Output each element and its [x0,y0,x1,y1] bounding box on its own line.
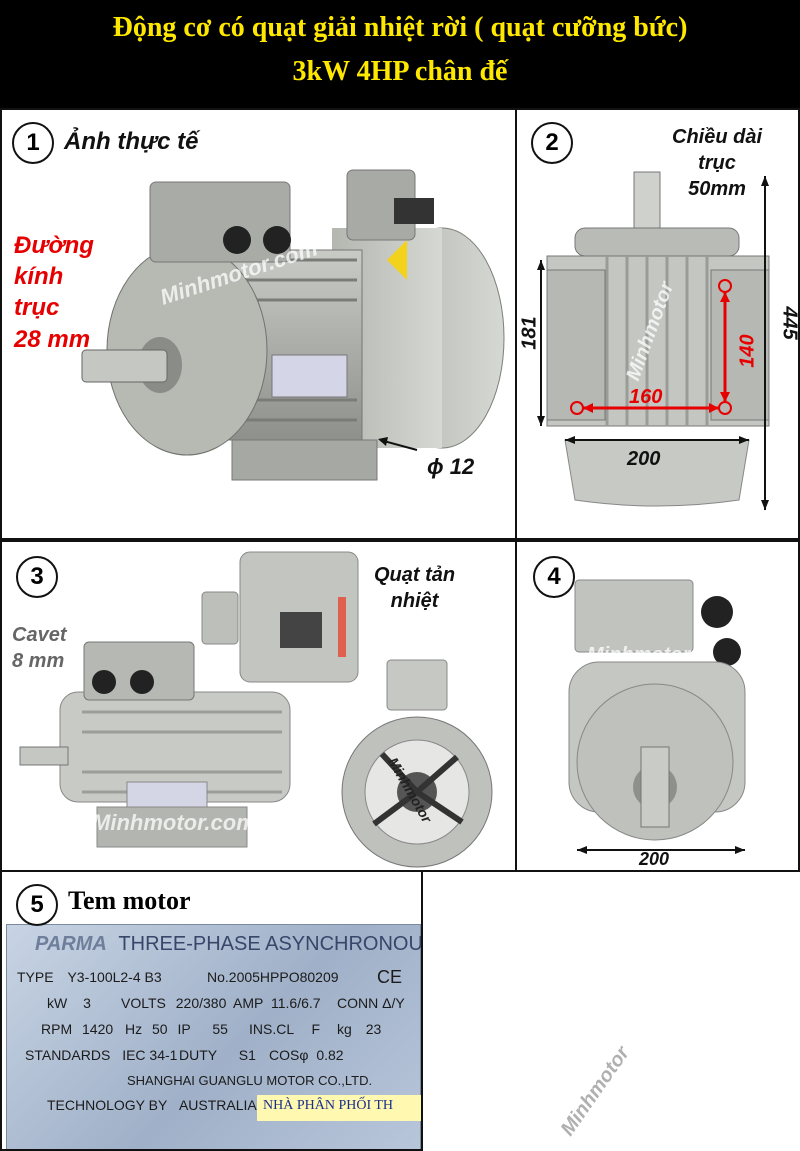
technology-value: AUSTRALIA [178,1097,257,1113]
duty-label: DUTY [179,1047,217,1063]
rpm-value: 1420 [82,1021,114,1037]
fan-motor-photos [19,551,493,868]
panel-title: Ảnh thực tế [64,128,199,155]
type-value: Y3-100L2-4 B3 [67,969,162,985]
dimension-200: 200 [639,849,670,869]
cos-value: 0.82 [316,1047,344,1063]
panel-number: 1 [12,122,54,164]
hz-label: Hz [125,1021,143,1037]
cable-gland-line: Cavet [12,624,67,646]
panel-number: 2 [531,122,573,164]
panel-nameplate: 5 Tem motor PARMA THREE-PHASE ASYNCHRONO… [0,870,423,1151]
dimension-140: 140 [736,334,759,368]
manufacturer: SHANGHAI GUANGLU MOTOR CO.,LTD. [127,1073,373,1088]
ip-label: IP [177,1021,191,1037]
panel-number: 5 [16,884,58,926]
motor-end-view [537,171,770,510]
type-label: TYPE [17,969,54,985]
empty-panel [421,870,800,1151]
conn-value: Δ/Y [382,995,405,1011]
shaft-diameter-line: trục [14,294,60,322]
panel-front-view: 4 Minhmotor 200 [515,540,800,872]
no-value: No.2005HPPO80209 [207,969,339,985]
dimension-445: 445 [778,306,800,340]
shaft-length-line: trục [698,152,736,174]
rpm-label: RPM [41,1021,73,1037]
watermark: Minhmotor.com [92,810,256,835]
cable-gland-note: Cavet 8 mm [12,622,66,674]
shaft-length-note: Chiều dài trục 50mm [672,124,762,202]
technology-label: TECHNOLOGY BY [47,1097,168,1113]
motor-photo [81,169,505,481]
header-title-line1: Động cơ có quạt giải nhiệt rời ( quạt cư… [112,12,688,43]
panel-fan-detail: 3 Cavet 8 mm Quạt tản nhiệt M [0,540,517,872]
panel-dimensions: 2 Chiều dài trục [515,108,800,540]
panel-number: 4 [533,556,575,598]
kg-value: 23 [365,1021,382,1037]
standards-label: STANDARDS [25,1047,111,1063]
nameplate: PARMA THREE-PHASE ASYNCHRONOUS MOTOR TYP… [6,924,423,1149]
header-title-line2: 3kW 4HP chân đế [292,56,508,87]
amp-label: AMP [233,995,264,1011]
duty-value: S1 [238,1047,256,1063]
kg-label: kg [337,1021,352,1037]
dealer-label: NHÀ PHÂN PHỐI TH [263,1098,394,1113]
kw-label: kW [47,995,68,1011]
volts-label: VOLTS [121,995,166,1011]
watermark: Minhmotor [587,644,691,666]
brand-name: PARMA [35,933,107,955]
ce-mark: CE [377,967,403,987]
ins-label: INS.CL [249,1021,294,1037]
cable-gland-line: 8 mm [12,650,65,672]
page-header: Động cơ có quạt giải nhiệt rời ( quạt cư… [0,0,800,108]
dimension-160: 160 [629,386,663,408]
dimension-200: 200 [627,448,661,470]
conn-label: CONN [337,995,379,1011]
panel-title: Tem motor [68,886,191,915]
volts-value: 220/380 [175,995,227,1011]
dealer-sticker: NHÀ PHÂN PHỐI TH [257,1095,421,1121]
standards-value: IEC 34-1 [122,1047,178,1063]
ins-value: F [311,1021,321,1037]
amp-value: 11.6/6.7 [270,995,321,1011]
motor-front-photo [568,579,746,854]
panel-number: 3 [16,556,58,598]
foot-hole-note: ϕ 12 [427,454,475,479]
fan-note-line: nhiệt [390,590,439,612]
shaft-length-line: Chiều dài [672,126,763,148]
shaft-diameter-note: Đường kính trục 28 mm [14,230,94,355]
dimension-181: 181 [518,316,541,350]
panel-real-photo: 1 Ảnh thực tế [0,108,517,540]
fan-note: Quạt tản nhiệt [374,562,455,614]
shaft-diameter-line: kính [14,263,64,291]
shaft-diameter-line: Đường [14,232,94,259]
kw-value: 3 [83,995,91,1011]
fan-note-line: Quạt tản [374,564,456,586]
plate-heading: THREE-PHASE ASYNCHRONOUS MOTOR [118,933,423,955]
hz-value: 50 [152,1021,168,1037]
cos-label: COSφ [269,1047,309,1063]
shaft-length-line: 50mm [688,178,746,200]
ip-value: 55 [212,1021,228,1037]
shaft-diameter-line: 28 mm [14,325,91,353]
